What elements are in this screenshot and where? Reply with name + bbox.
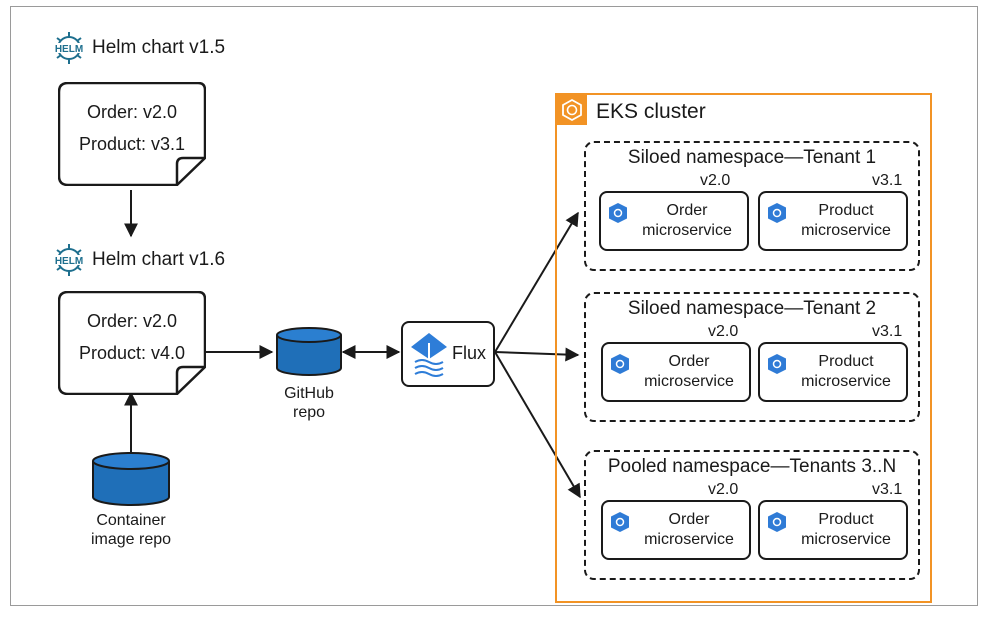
eks-cluster-container [555, 93, 932, 603]
eks-badge [557, 95, 587, 125]
arrow-flux-to-ns2 [494, 347, 580, 362]
order-version-text: Order: v2.0 [86, 102, 178, 122]
svg-text:HELM: HELM [55, 44, 83, 55]
namespace-title: Siloed namespace—Tenant 2 [627, 298, 877, 319]
container-repo-database-icon [92, 452, 170, 506]
order-version-text: Order: v2.0 [86, 311, 178, 331]
github-repo-database-icon [276, 327, 342, 376]
namespace-title: Siloed namespace—Tenant 1 [627, 147, 877, 168]
kubernetes-icon [768, 354, 786, 374]
diagram-frame [10, 6, 978, 606]
namespace-tenant-1: Siloed namespace—Tenant 1 v2.0 v3.1 Orde… [584, 141, 920, 271]
namespace-tenants-3-n: Pooled namespace—Tenants 3..N v2.0 v3.1 … [584, 450, 920, 580]
flux-logo-icon [411, 333, 447, 377]
product-version-text: Product: v3.1 [78, 134, 186, 154]
kubernetes-icon [768, 203, 786, 223]
helm-chart-v15-values: Order: v2.0 Product: v3.1 [58, 82, 206, 186]
order-version-label: v2.0 [708, 481, 739, 498]
flux-label: Flux [452, 343, 487, 363]
namespace-title: Pooled namespace—Tenants 3..N [607, 456, 897, 477]
product-version-text: Product: v4.0 [78, 343, 186, 363]
eks-cluster-title: EKS cluster [596, 100, 706, 123]
kubernetes-icon [611, 512, 629, 532]
product-version-label: v3.1 [872, 172, 903, 189]
order-version-label: v2.0 [700, 172, 731, 189]
arrow-flux-to-ns3 [494, 351, 581, 499]
helm-logo-icon: HELM [52, 244, 86, 276]
github-repo-label: GitHub repo [284, 385, 334, 421]
kubernetes-icon [611, 354, 629, 374]
kubernetes-icon [609, 203, 627, 223]
eks-icon [562, 98, 582, 122]
helm-chart-v16-label: Helm chart v1.6 [92, 249, 226, 270]
helm-chart-v15-label: Helm chart v1.5 [92, 37, 226, 58]
helm-chart-v16-header: HELM Helm chart v1.6 [52, 242, 225, 278]
container-repo-label: Container image repo [90, 512, 172, 548]
namespace-tenant-2: Siloed namespace—Tenant 2 v2.0 v3.1 Orde… [584, 292, 920, 422]
arrow-flux-to-ns1 [494, 211, 579, 353]
helm-chart-v16-values: Order: v2.0 Product: v4.0 [58, 291, 206, 395]
document-shape [58, 82, 206, 186]
svg-text:HELM: HELM [55, 256, 83, 267]
kubernetes-icon [768, 512, 786, 532]
flux-box: Flux [401, 321, 495, 387]
product-version-label: v3.1 [872, 481, 903, 498]
document-shape [58, 291, 206, 395]
helm-logo-icon: HELM [52, 32, 86, 64]
order-version-label: v2.0 [708, 323, 739, 340]
helm-chart-v15-header: HELM Helm chart v1.5 [52, 30, 225, 66]
product-version-label: v3.1 [872, 323, 903, 340]
